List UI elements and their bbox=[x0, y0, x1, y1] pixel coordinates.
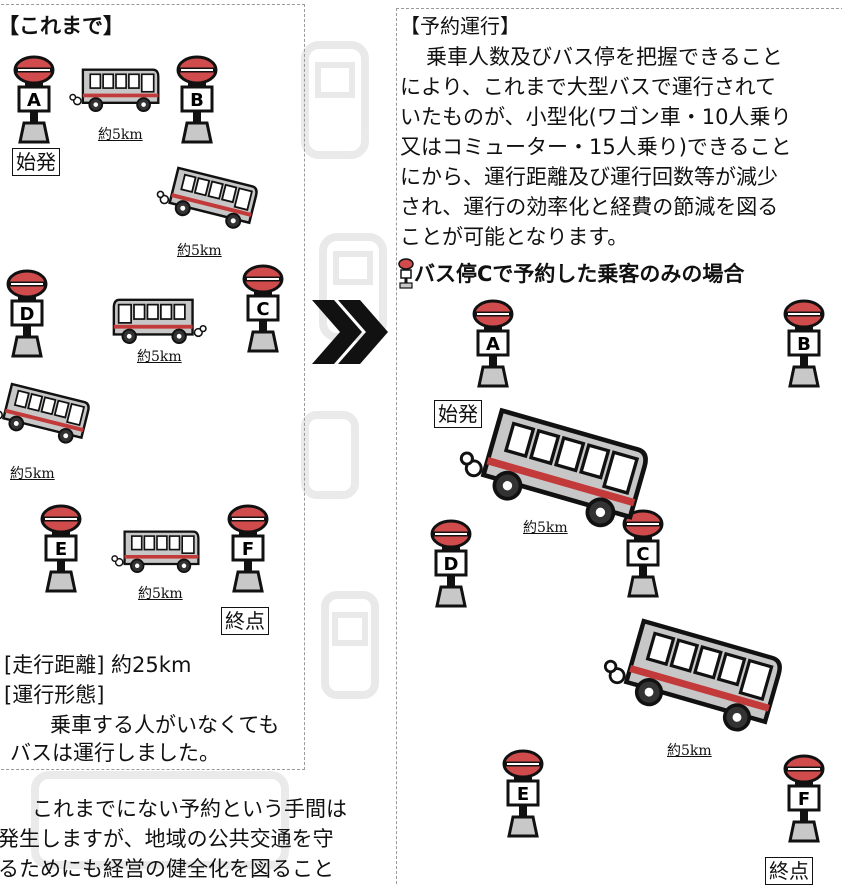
stop-letter: A bbox=[486, 334, 500, 355]
summary-mode-line1: 乗車する人がいなくても bbox=[50, 713, 280, 737]
distance-label: 約5km bbox=[138, 586, 183, 602]
summary-mode-line2: バスは運行しました。 bbox=[10, 741, 220, 765]
bus-stop-icon: D bbox=[430, 519, 472, 608]
end-label: 終点 bbox=[221, 607, 269, 635]
distance-label: 約5km bbox=[667, 743, 712, 759]
paragraph-line: ことが可能となります。 bbox=[400, 225, 629, 249]
paragraph-line: 乗車人数及びバス停を把握できること bbox=[426, 45, 783, 69]
end-label: 終点 bbox=[765, 857, 813, 885]
start-label: 始発 bbox=[12, 148, 60, 176]
paragraph-line: により、これまで大型バスで運行されて bbox=[400, 75, 777, 99]
bus-icon bbox=[0, 382, 90, 444]
bus-stop-icon: C bbox=[622, 509, 664, 598]
right-panel-header: 【予約運行】 bbox=[400, 14, 520, 38]
watermark-bus-icon bbox=[321, 591, 379, 699]
bus-stop-icon: C bbox=[242, 264, 284, 353]
bus-stop-icon: A bbox=[13, 55, 55, 144]
stop-letter: D bbox=[444, 554, 459, 575]
stop-letter: C bbox=[256, 299, 269, 320]
distance-label: 約5km bbox=[98, 127, 143, 143]
watermark-bus-icon bbox=[301, 411, 359, 499]
stop-letter: B bbox=[797, 334, 811, 355]
left-panel-header: 【これまで】 bbox=[0, 14, 124, 38]
paragraph-line: 又はコミューター・15人乗り)できること bbox=[400, 135, 792, 159]
stop-letter: F bbox=[242, 539, 254, 560]
distance-label: 約5km bbox=[523, 520, 568, 536]
bus-icon bbox=[603, 618, 782, 732]
bottom-text-line: これまでにない予約という手間は bbox=[32, 797, 347, 821]
paragraph-line: いたものが、小型化(ワゴン車・10人乗り bbox=[400, 105, 792, 129]
double-chevron-icon bbox=[312, 300, 388, 364]
bus-stop-icon: B bbox=[176, 55, 218, 144]
bottom-text-line: るためにも経営の健全化を図ること bbox=[0, 857, 334, 881]
stop-letter: C bbox=[636, 544, 649, 565]
bottom-text-line: 発生しますが、地域の公共交通を守 bbox=[0, 827, 334, 851]
stop-letter: E bbox=[517, 784, 529, 805]
bus-stop-icon: E bbox=[40, 504, 82, 593]
stop-letter: B bbox=[190, 90, 204, 111]
bus-icon bbox=[459, 407, 648, 528]
bus-icon bbox=[69, 68, 160, 112]
bus-stop-icon: F bbox=[783, 754, 825, 843]
bus-icon bbox=[111, 530, 200, 573]
watermark-bus-icon bbox=[31, 771, 289, 869]
bus-stop-icon: A bbox=[472, 299, 514, 388]
distance-label: 約5km bbox=[137, 349, 182, 365]
bus-stop-icon bbox=[398, 258, 414, 289]
distance-label: 約5km bbox=[177, 243, 222, 259]
stop-letter: F bbox=[798, 789, 810, 810]
bus-stop-icon: F bbox=[227, 504, 269, 593]
stop-letter: A bbox=[27, 90, 41, 111]
summary-mode-label: [運行形態] bbox=[4, 683, 105, 707]
bus-stop-icon: B bbox=[783, 299, 825, 388]
paragraph-line: にから、運行距離及び運行回数等が減少 bbox=[400, 165, 778, 189]
case-title: バス停Cで予約した乗客のみの場合 bbox=[414, 262, 745, 286]
paragraph-line: され、運行の効率化と経費の節減を図る bbox=[400, 195, 779, 219]
left-panel bbox=[0, 4, 305, 770]
watermark-bus-icon bbox=[301, 41, 369, 159]
bus-icon bbox=[156, 166, 258, 229]
start-label: 始発 bbox=[434, 400, 482, 428]
stop-letter: E bbox=[55, 539, 67, 560]
bus-stop-icon: E bbox=[502, 749, 544, 838]
right-panel bbox=[396, 8, 842, 884]
bus-stop-icon: D bbox=[6, 269, 48, 358]
stop-letter: D bbox=[20, 304, 35, 325]
summary-distance: [走行距離] 約25km bbox=[4, 653, 192, 677]
bus-icon bbox=[112, 298, 207, 344]
distance-label: 約5km bbox=[10, 466, 55, 482]
